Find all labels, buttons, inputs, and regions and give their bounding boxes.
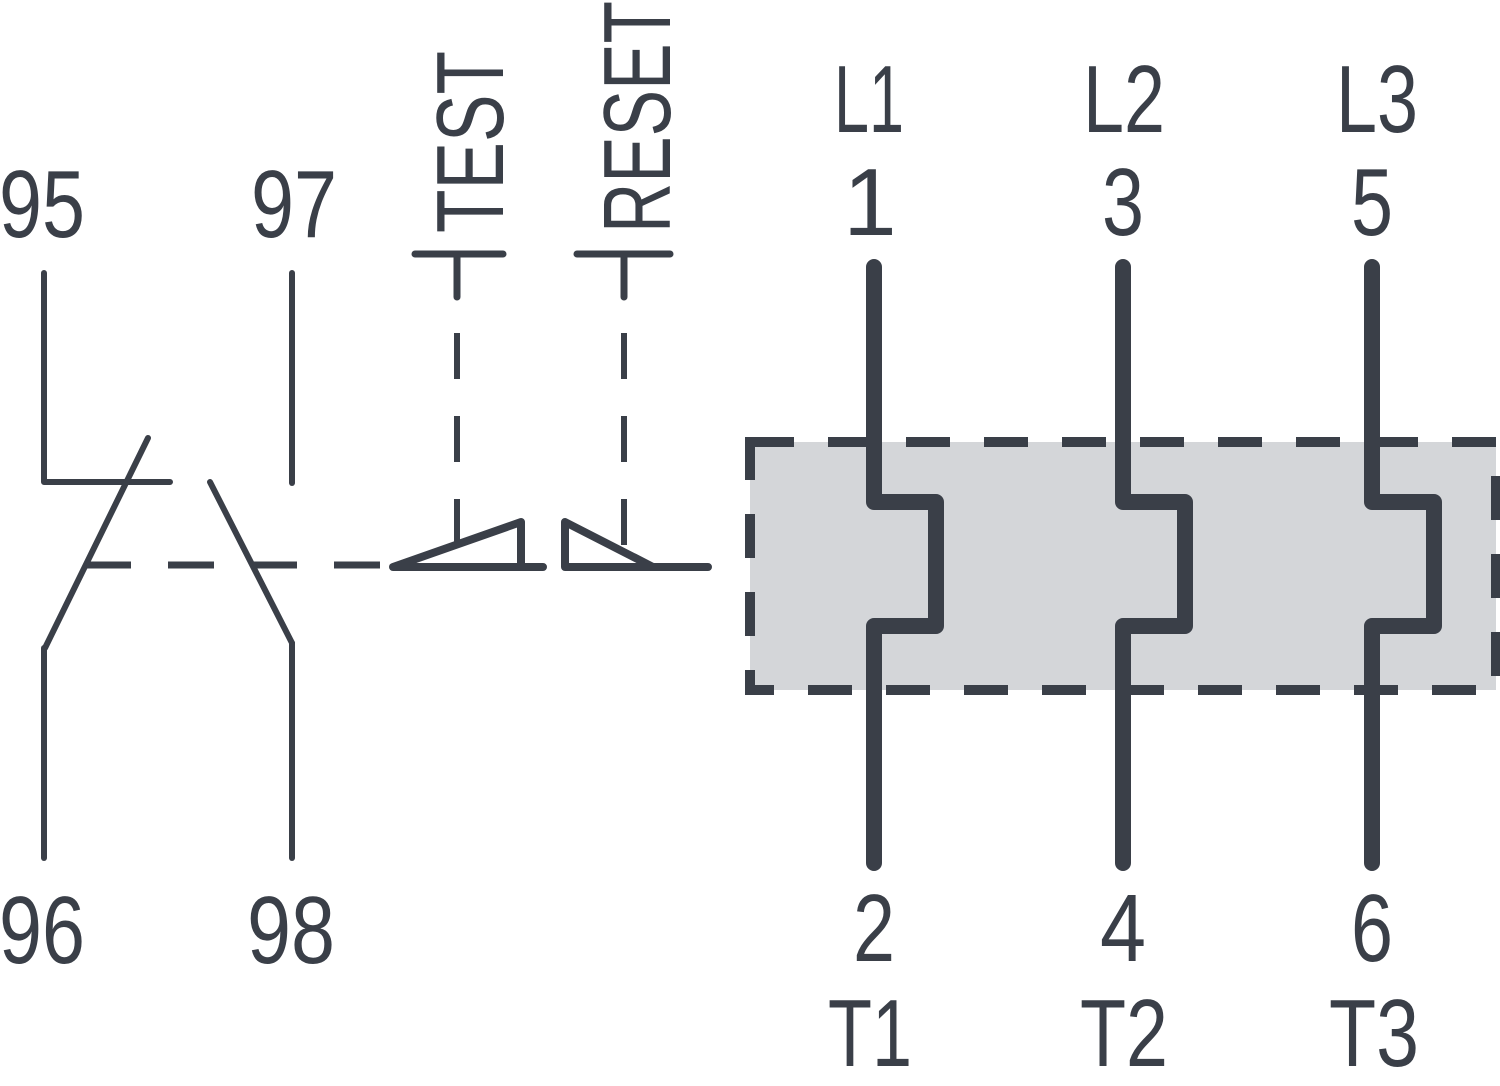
terminal-label-97: 97	[251, 151, 337, 258]
terminal-label-1: 1	[843, 149, 896, 256]
terminal-label-6: 6	[1351, 875, 1393, 982]
terminal-label-98: 98	[247, 877, 335, 984]
load-terminal-label-t1: T1	[828, 980, 912, 1086]
terminal-label-95: 95	[0, 151, 85, 258]
line-label-l1: L1	[834, 46, 904, 153]
test-actuator: TEST	[389, 51, 547, 571]
terminal-label-2: 2	[853, 875, 895, 982]
terminal-label-5: 5	[1351, 149, 1393, 256]
terminal-label-3: 3	[1102, 149, 1144, 256]
test-wedge-symbol	[389, 518, 547, 571]
reset-wedge-symbol	[561, 518, 712, 571]
load-terminal-label-t3: T3	[1329, 980, 1419, 1086]
nc-contact-top-lead	[41, 270, 173, 485]
load-terminal-label-t2: T2	[1080, 980, 1168, 1086]
terminal-label-96: 96	[0, 877, 85, 984]
aux-contact-nc: 95 96	[0, 151, 173, 984]
pole-l2: L2 3 4 T2	[1080, 46, 1193, 1086]
terminal-label-4: 4	[1100, 875, 1146, 982]
line-label-l3: L3	[1336, 46, 1418, 153]
aux-contact-no: 97 98	[207, 151, 337, 984]
pole-l2-conductor	[1115, 259, 1193, 871]
reset-label: RESET	[584, 1, 691, 233]
pole-l1: L1 1 2 T1	[828, 46, 944, 1086]
pole-l1-conductor	[866, 259, 944, 871]
line-label-l2: L2	[1083, 46, 1165, 153]
pole-l3-conductor	[1364, 259, 1442, 871]
test-label: TEST	[417, 51, 524, 233]
pole-l3: L3 5 6 T3	[1329, 46, 1442, 1086]
nc-contact-blade	[42, 435, 151, 651]
reset-actuator: RESET	[561, 1, 712, 571]
